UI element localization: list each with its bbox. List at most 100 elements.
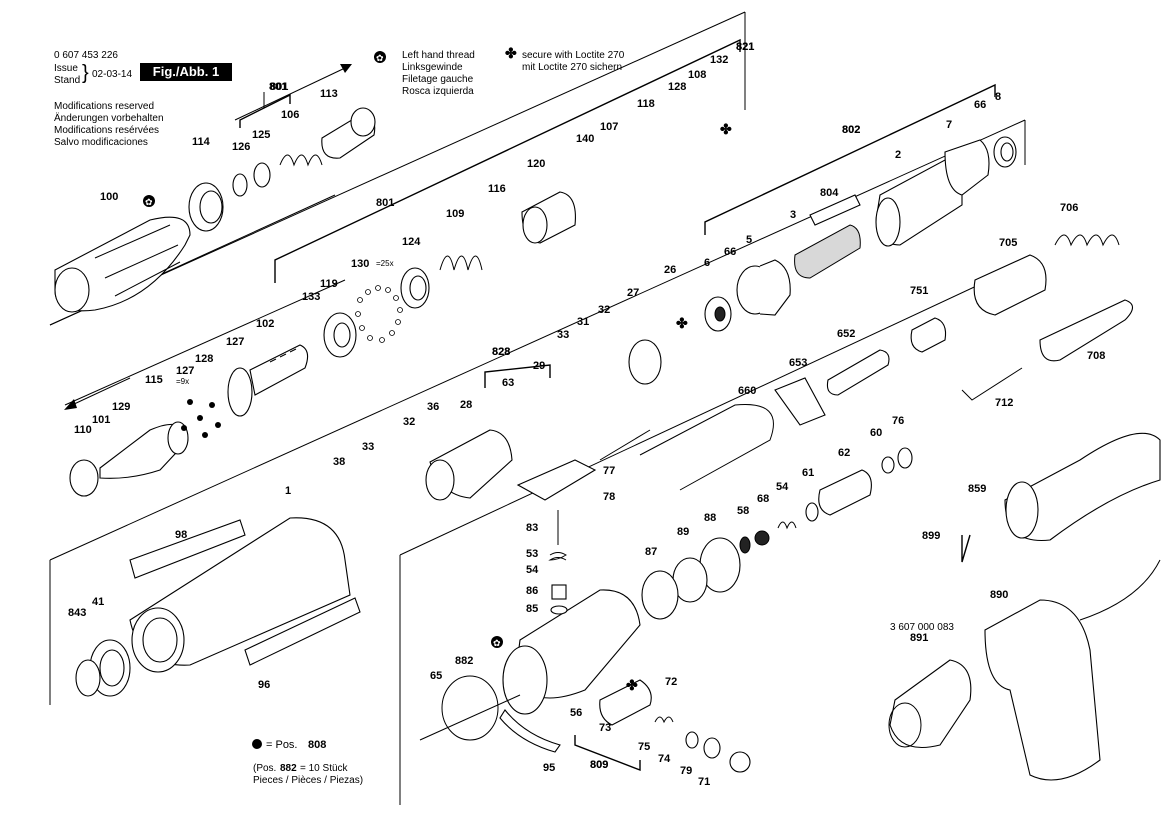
part-843-ring [75,659,101,697]
part-valve-housing [502,589,641,715]
legend-dot-text: = Pos. [266,739,298,751]
part-valve-stem-parts [548,510,568,615]
part-label: 33 [362,441,374,453]
part-label: 66 [974,99,986,111]
part-102-shaft [227,344,309,417]
part-label: 83 [526,522,538,534]
part-label: 102 [256,318,274,330]
part-label: 128 [668,81,686,93]
part-890-handle [984,559,1161,781]
left-thread-line: Left hand thread [402,50,475,61]
part-653-clip [774,377,826,426]
part-114-ring [188,182,224,232]
part-balls-808 [181,399,221,438]
part-label: 899 [922,530,940,542]
left-thread-line: Linksgewinde [402,62,463,73]
part-label: 132 [710,54,728,66]
part-label: 53 [526,548,538,560]
legend-note-prefix: (Pos. [253,763,276,774]
part-label: 115 [145,374,163,386]
part-859-899-hose [1004,432,1161,542]
part-891-attachment [888,659,972,749]
part-label: 56 [570,707,582,719]
part-label: 86 [526,585,538,597]
part-label: 58 [737,505,749,517]
part-130-balls [355,285,403,343]
scale-127: =9x [176,377,189,386]
part-label: 89 [677,526,689,538]
svg-text:✤: ✤ [720,121,732,137]
legend-dot-pos: 808 [308,739,326,751]
part-124-ring [400,267,430,309]
part-708-wrench [1039,299,1134,362]
bracket-label: 802 [842,124,860,136]
bracket-label: 828 [492,346,510,358]
scale-130: =25x [376,259,394,268]
part-valve-small-parts [739,447,913,554]
loctite-note: secure with Loctite 270 mit Loctite 270 … [522,50,624,74]
part-119-ring [323,312,357,358]
stand-label: Stand [54,75,81,86]
part-113-knurled-sleeve [321,107,376,159]
part-label: 751 [910,285,928,297]
part-28-planet-carrier [425,429,513,501]
part-label: 120 [527,158,545,170]
part-label: 36 [427,401,439,413]
part-label: 77 [603,465,615,477]
part-label: 38 [333,456,345,468]
part-number: 0 607 453 226 [54,50,118,61]
part-1-housing [129,517,351,673]
part-label: 660 [738,385,756,397]
part-label: 828 [492,346,510,358]
part-label: 65 [430,670,442,682]
part-label: 652 [837,328,855,340]
part-label: 890 [990,589,1008,601]
part-label: 75 [638,741,650,753]
part-882-oring [441,675,499,741]
part-label: 87 [645,546,657,558]
part-label: 708 [1087,350,1105,362]
part-label: 71 [698,776,710,788]
svg-text:✿: ✿ [493,638,501,648]
part-label: 1 [285,485,291,497]
part-label: 3 [790,209,796,221]
part-labels: 100 114 126 125 106 113 801 140 107 118 … [68,41,1105,788]
figure-badge: Fig./Abb. 1 [140,63,232,81]
part-label: 98 [175,529,187,541]
part-label: 113 [320,88,338,100]
part-label: 95 [543,762,555,774]
direction-arrows [64,64,352,410]
part-label: 68 [757,493,769,505]
part-652-fitting [826,349,890,396]
part-label: 7 [946,119,952,131]
legend-note-pos: 882 [280,763,297,774]
issue-label: Issue [54,63,78,74]
part-label: 62 [838,447,850,459]
modifications-line: Änderungen vorbehalten [54,113,164,124]
part-6-bearing [704,296,732,332]
part-label: 126 [232,141,250,153]
part-label: 54 [776,481,789,493]
scale-annotations: =25x =9x [176,259,394,386]
legend-note-suffix: = 10 Stück [300,763,349,774]
part-label: 106 [281,109,299,121]
part-label: 130 [351,258,369,270]
part-label: 85 [526,603,538,615]
part-label: 124 [402,236,421,248]
part-label: 107 [600,121,618,133]
left-thread-icon: ✿ ✿ ✿ [143,51,503,648]
part-label: 41 [92,596,104,608]
part-label: 891 [910,632,928,644]
part-27-ring [628,339,662,385]
part-label: 110 [74,424,92,436]
part-label: 32 [403,416,415,428]
part-751-ring [910,317,947,353]
part-705-706-hose-fitting [973,234,1120,316]
part-label: 6 [704,257,710,269]
part-label: 821 [736,41,754,53]
svg-text:✤: ✤ [676,315,688,331]
part-label: 33 [557,329,569,341]
dot-icon [252,739,262,749]
part-label: 74 [658,753,671,765]
